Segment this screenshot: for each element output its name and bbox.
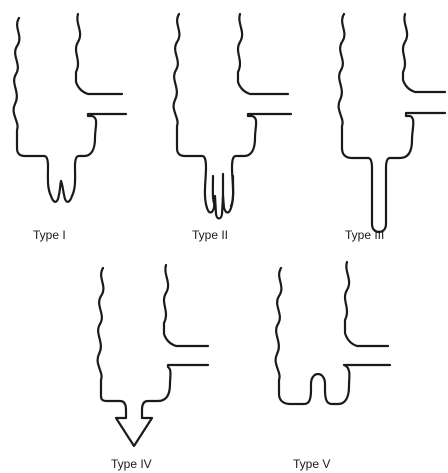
type-2-figure	[174, 14, 291, 219]
type-5-figure	[276, 262, 390, 404]
type-3-figure	[339, 14, 445, 232]
type-1-left-wall	[14, 18, 126, 202]
type-5-label: Type V	[293, 457, 330, 471]
type-1-figure	[14, 14, 126, 202]
type-2-right-wall	[238, 14, 288, 94]
type-4-right-wall	[164, 265, 208, 346]
type-4-figure	[98, 265, 208, 446]
type-1-right-wall	[76, 14, 122, 94]
type-4-label: Type IV	[111, 457, 152, 471]
type-3-left-wall	[339, 14, 445, 232]
type-3-label: Type III	[345, 228, 384, 242]
type-5-left-wall	[276, 268, 390, 404]
type-2-label: Type II	[192, 228, 228, 242]
type-1-label: Type I	[33, 228, 66, 242]
type-5-right-wall	[345, 262, 388, 346]
type-3-right-wall	[403, 14, 445, 92]
type-4-left-wall	[98, 268, 208, 446]
